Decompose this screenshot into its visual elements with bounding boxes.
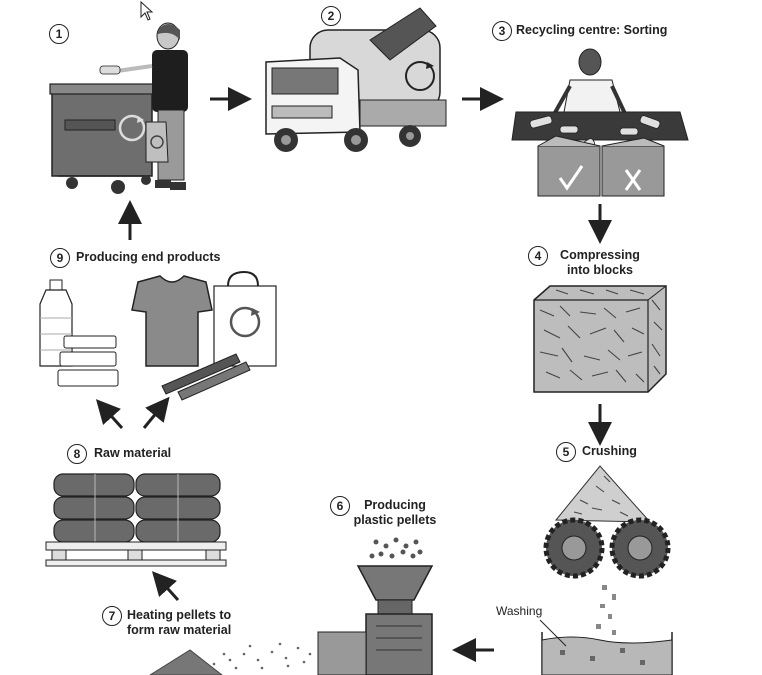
step-6-label-line-2: plastic pellets	[353, 513, 437, 527]
washing-tank-icon	[539, 619, 673, 675]
bag-icon	[213, 270, 277, 367]
tray-icon	[57, 335, 119, 387]
step-7-label: Heating pellets to form raw material	[127, 608, 231, 638]
step-7-number: 7	[102, 606, 122, 626]
washing-label: Washing	[496, 604, 543, 618]
step-1-number: 1	[49, 24, 69, 44]
step-9-number: 9	[50, 248, 70, 268]
step-4-label-line-2: into blocks	[567, 263, 633, 277]
sorting-worker-icon	[550, 48, 630, 121]
step-3-label: Recycling centre: Sorting	[516, 23, 668, 37]
tshirt-icon	[131, 275, 213, 367]
person-icon	[99, 22, 188, 190]
step-3-number: 3	[492, 21, 512, 41]
step-4-number: 4	[528, 246, 548, 266]
step-7-label-line-2: form raw material	[127, 623, 232, 637]
gear-icon	[543, 517, 671, 579]
step-6-label: Producing plastic pellets	[348, 498, 442, 528]
step-8-number: 8	[67, 444, 87, 464]
tick-icon	[558, 165, 584, 191]
pencil-icon	[161, 353, 251, 401]
step-2-number: 2	[321, 6, 341, 26]
step-6-label-line-1: Producing	[364, 498, 426, 512]
cursor-icon	[140, 0, 154, 21]
recycle-icon	[118, 114, 146, 142]
truck-icon	[265, 7, 447, 152]
step-7-label-line-1: Heating pellets to	[127, 608, 232, 622]
falling-pieces	[596, 585, 616, 635]
crusher-icon	[554, 465, 652, 523]
cross-icon	[624, 169, 642, 191]
arrow-icon	[95, 87, 612, 662]
step-8-label: Raw material	[94, 446, 172, 460]
step-4-label: Compressing into blocks	[552, 248, 648, 278]
step-5-label: Crushing	[582, 444, 637, 458]
step-9-label: Producing end products	[76, 250, 221, 264]
step-6-number: 6	[330, 496, 350, 516]
step-5-number: 5	[556, 442, 576, 462]
compressed-block-icon	[533, 285, 667, 393]
raw-material-pallet-icon	[45, 473, 227, 567]
pellet-machine-icon	[149, 537, 434, 675]
pellet-stream	[212, 642, 312, 670]
step-4-label-line-1: Compressing	[560, 248, 640, 262]
conveyor-icon	[511, 111, 689, 197]
